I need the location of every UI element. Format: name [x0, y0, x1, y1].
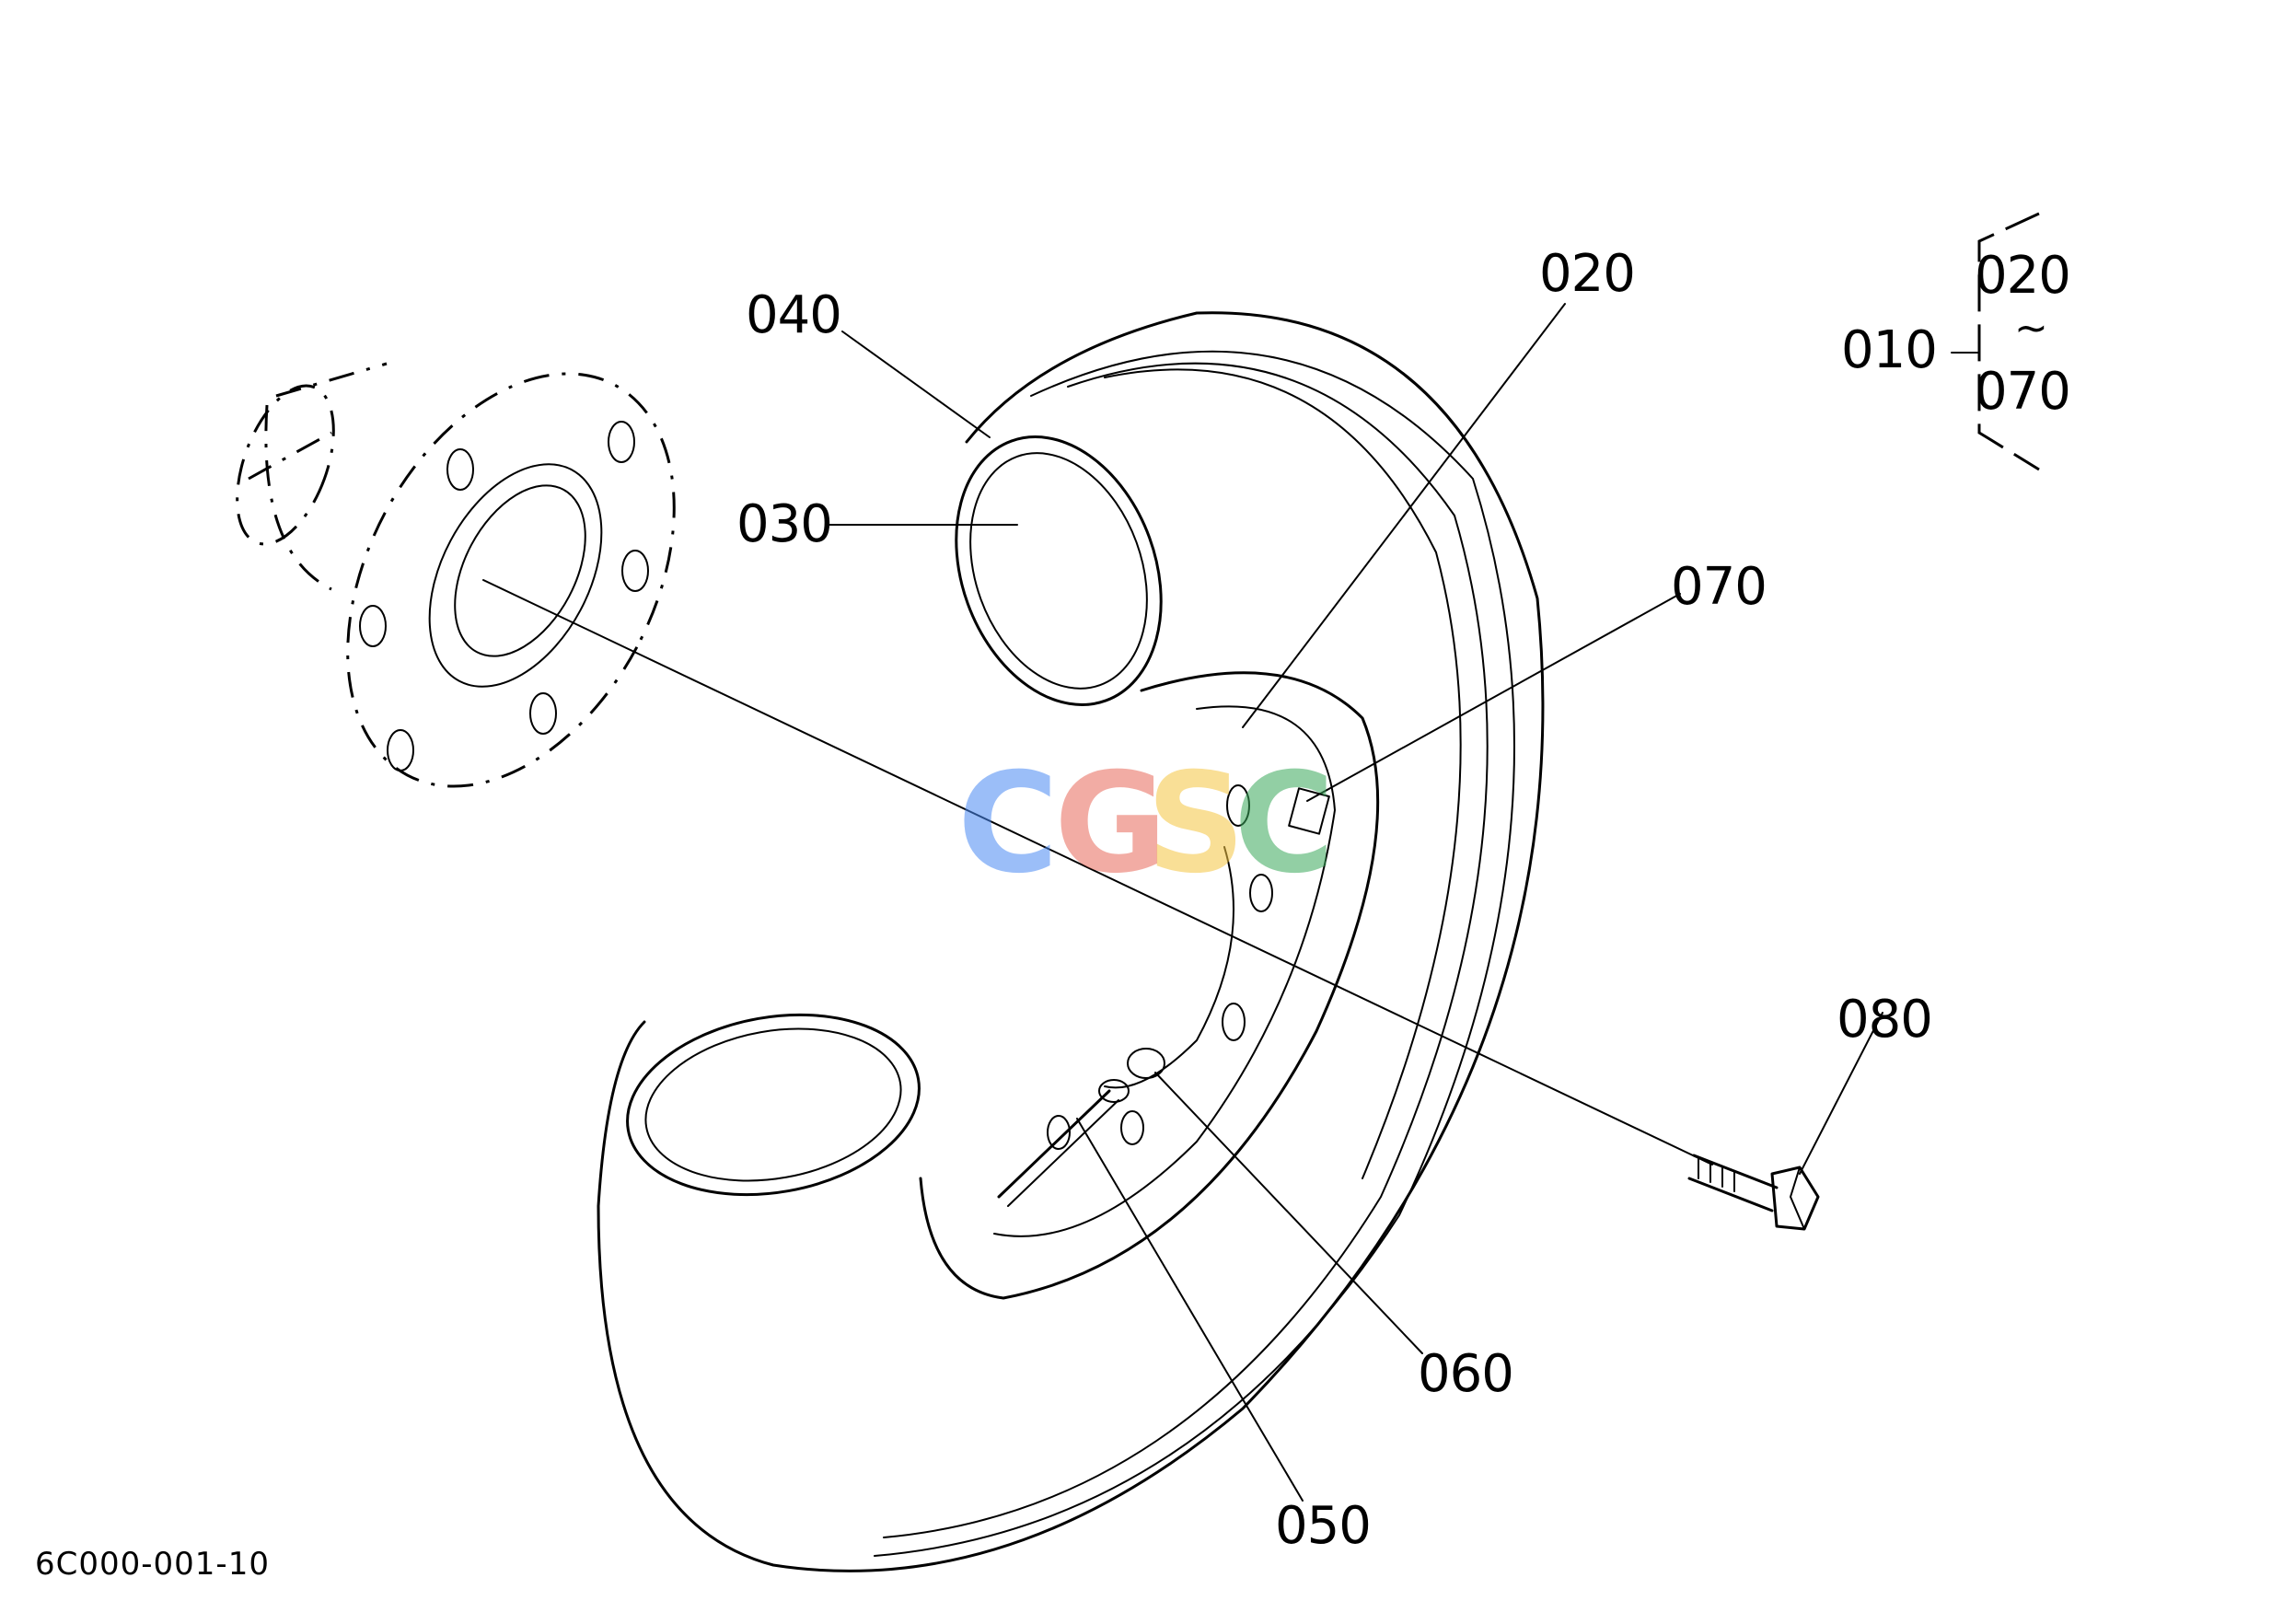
wheel-hub-drawing: [236, 362, 676, 788]
group-range-separator: ~: [2014, 305, 2048, 352]
watermark-logo: C G S C: [957, 755, 1344, 893]
watermark-letter: S: [1146, 744, 1246, 904]
watermark-letter: C: [957, 744, 1060, 904]
drawing-number: 6C000-001-10: [35, 1546, 270, 1583]
label-070: 070: [1671, 557, 1767, 617]
group-bracket: [1951, 212, 2040, 471]
watermark-letter: G: [1054, 744, 1168, 904]
label-060: 060: [1418, 1344, 1514, 1404]
label-030: 030: [736, 494, 833, 554]
group-parent-label: 010: [1841, 320, 1938, 380]
label-020: 020: [1539, 244, 1636, 304]
label-050: 050: [1275, 1496, 1372, 1556]
group-range-start: 020: [1975, 246, 2071, 306]
group-range-end: 070: [1975, 362, 2071, 422]
bolt-drawing: [1687, 1154, 1820, 1231]
watermark-letter: C: [1234, 744, 1336, 904]
label-080: 080: [1837, 990, 1933, 1050]
leader-lines: [482, 303, 1883, 1502]
label-040: 040: [746, 285, 842, 345]
valve-drawing: [997, 1048, 1165, 1207]
wheel-rim-drawing: [597, 311, 1545, 1572]
